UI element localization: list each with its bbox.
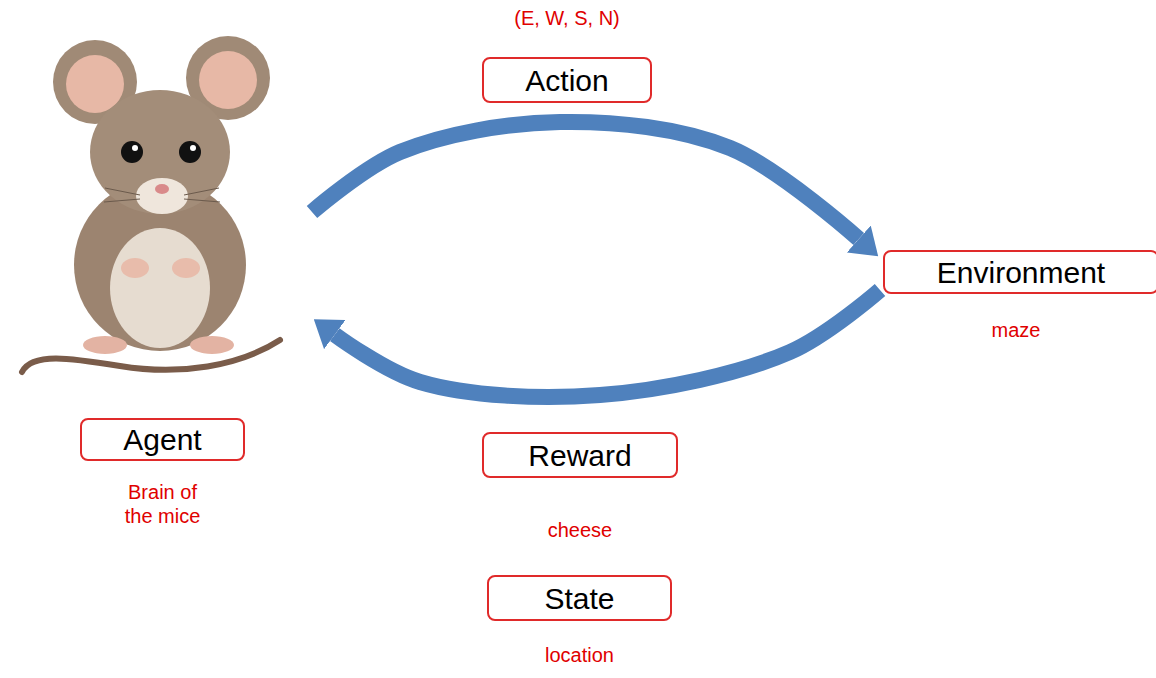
caption: location	[500, 643, 660, 667]
node-outline: State	[487, 575, 672, 621]
environment-box: Environmentmaze	[883, 250, 1156, 294]
reward-box: Rewardcheese	[482, 432, 678, 478]
node-label: State	[544, 582, 614, 615]
mouse-eye	[121, 141, 143, 163]
mouse	[22, 36, 280, 372]
action-box: Action (E, W, S, N)	[462, 2, 672, 104]
node-label: Environment	[937, 256, 1105, 289]
eye-highlight	[132, 145, 138, 151]
mouse-foot	[83, 336, 127, 354]
caption: maze	[936, 318, 1096, 342]
node-outline: Reward	[482, 432, 678, 478]
mouse-foot	[190, 336, 234, 354]
mouse-head	[90, 90, 230, 214]
mouse-body	[74, 179, 246, 351]
eye-highlight	[190, 145, 196, 151]
node-outline: Agent	[80, 418, 245, 461]
flow-arrow	[312, 122, 859, 239]
node-label: Action	[525, 64, 608, 97]
mouse-eye	[179, 141, 201, 163]
flow-arrow	[335, 290, 880, 397]
caption: Brain of the mice	[115, 480, 211, 528]
node-outline: Environment	[883, 250, 1156, 294]
agent-box: AgentBrain of the mice	[15, 100, 312, 545]
mouse-belly	[110, 228, 210, 348]
node-label: Agent	[123, 423, 201, 456]
state-box: Statelocation	[487, 575, 672, 621]
node-label: Reward	[528, 439, 631, 472]
mouse-muzzle	[136, 178, 188, 214]
node-outline: Action	[482, 57, 652, 103]
caption: (E, W, S, N)	[467, 6, 667, 30]
mouse-nose	[155, 184, 169, 194]
caption: cheese	[500, 518, 660, 542]
mouse-whiskers	[104, 188, 220, 202]
mouse-hand	[121, 258, 149, 278]
mouse-ear-inner	[199, 51, 257, 109]
mouse-hand	[172, 258, 200, 278]
